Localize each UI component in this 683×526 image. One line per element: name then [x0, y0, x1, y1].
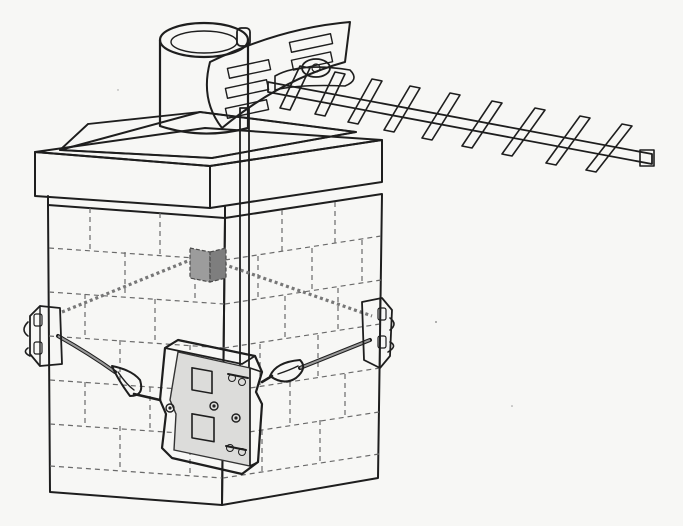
bracket-u-bolts [225, 373, 249, 456]
print-specks [117, 89, 513, 407]
right-corner-plate [361, 297, 395, 369]
wall-bracket [158, 338, 264, 476]
yagi-antenna [205, 21, 655, 173]
left-corner-plate [23, 305, 63, 367]
chimney-cap [34, 127, 383, 219]
wire-thimble-right [260, 359, 305, 384]
antenna-dipole [274, 58, 355, 91]
bracket-cutout-upper [191, 367, 213, 395]
bracket-anchor-bolts [165, 401, 241, 423]
lashing-wire-rear [61, 254, 373, 318]
rear-corner-plate [189, 247, 227, 283]
cap-front-edge [34, 151, 211, 209]
antenna-directors [279, 65, 633, 173]
cap-side-edge [209, 139, 383, 209]
wire-thimble-left [111, 365, 162, 402]
chimney-crown [59, 111, 357, 159]
lashing-wire [56, 254, 373, 374]
bracket-cutout-lower [191, 413, 215, 443]
